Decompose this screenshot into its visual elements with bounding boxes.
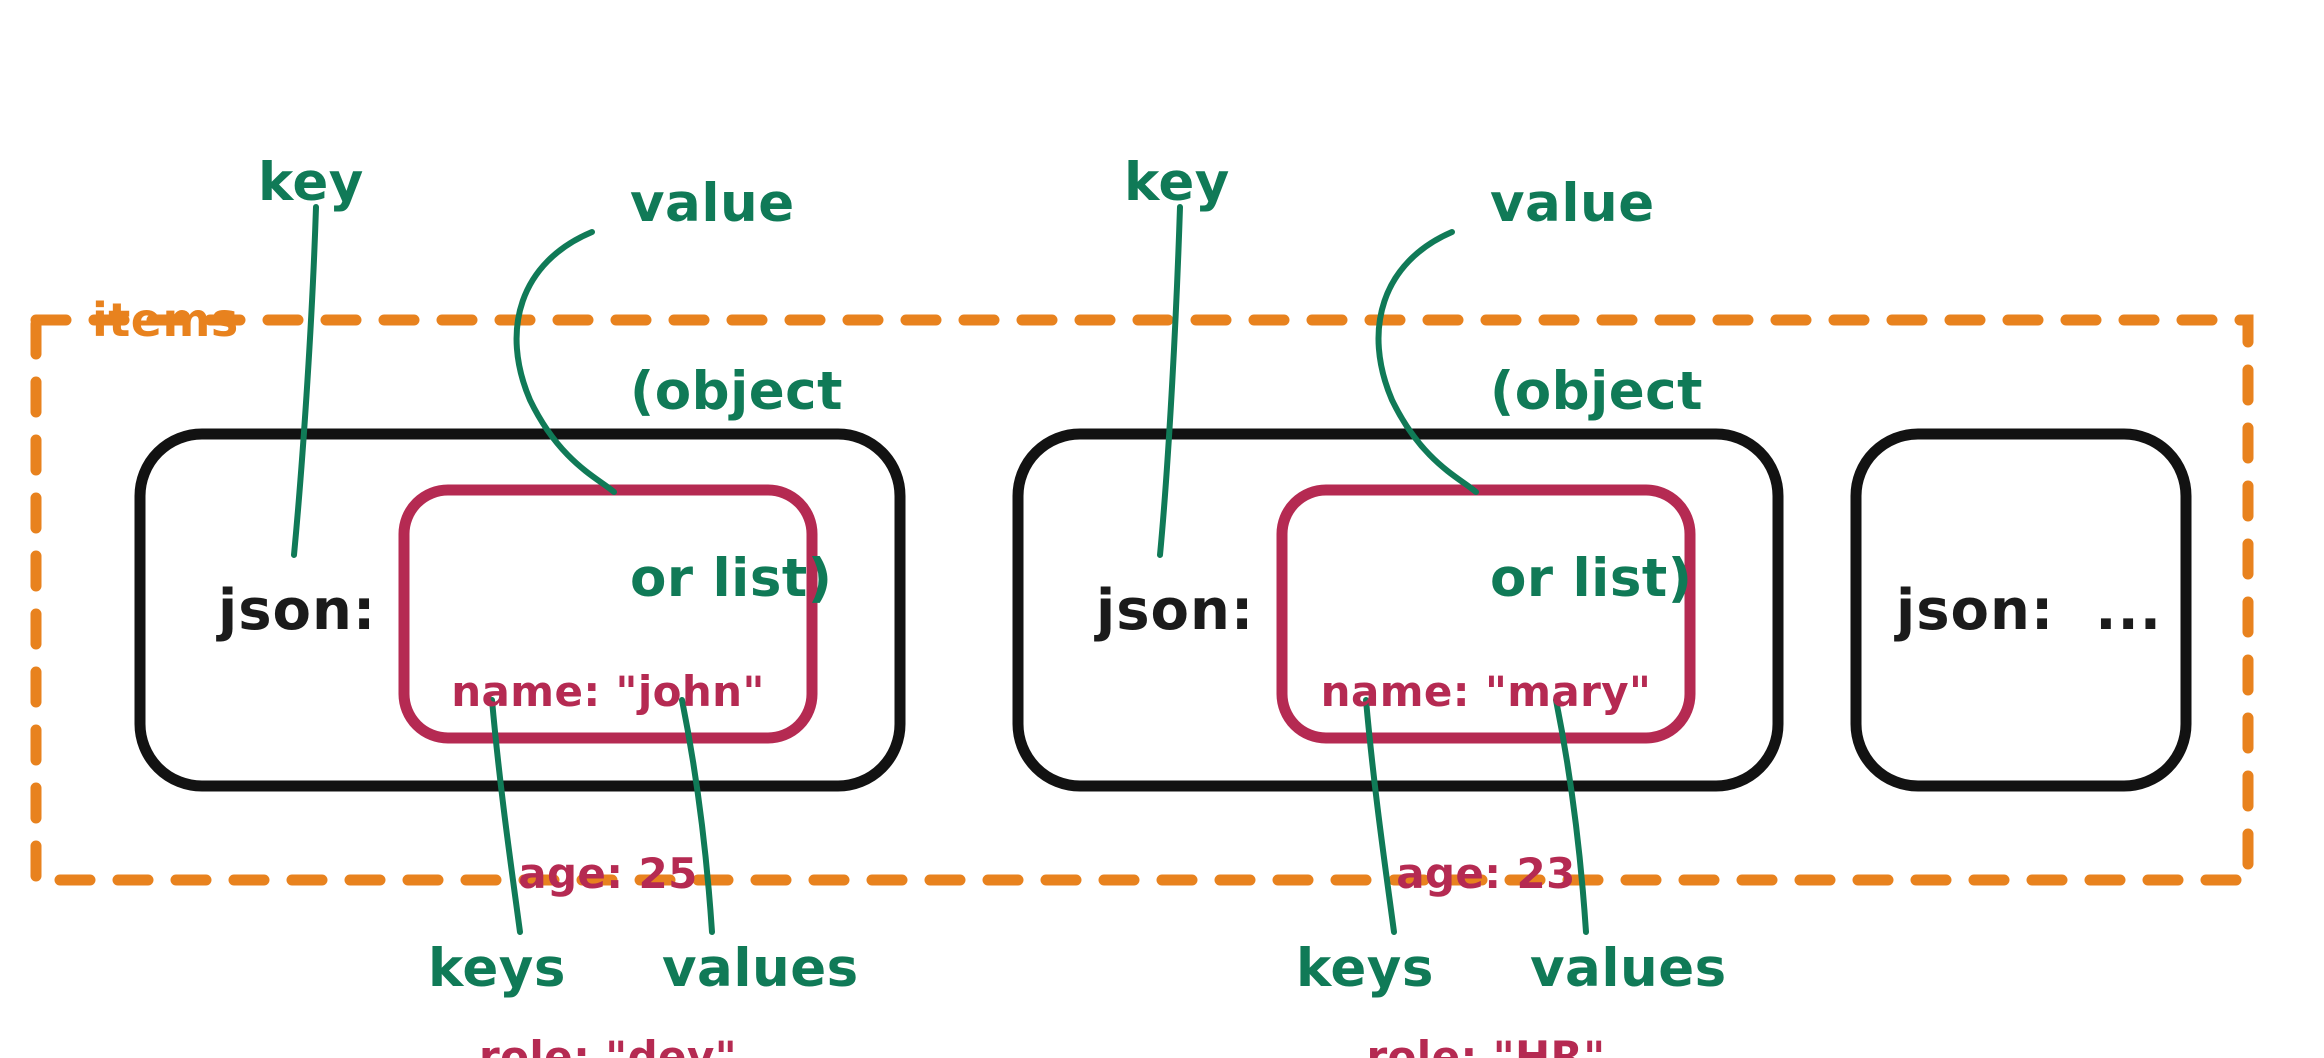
item-2-json-key-label: json:	[1096, 578, 1255, 643]
connector-value-to-item-1-box	[513, 229, 617, 495]
item-1-field-row: role: "dev"	[479, 1032, 737, 1058]
item-card-3-outline	[1850, 428, 2192, 792]
annotation-key-label-2: key	[1124, 152, 1230, 213]
item-2-field-row: age: 23	[1396, 849, 1576, 899]
item-3-json-key-label: json: ...	[1896, 578, 2163, 643]
connector-item-2-values	[1553, 697, 1589, 935]
item-1-json-key-label: json:	[218, 578, 377, 643]
items-container-dashed-border	[30, 314, 2254, 886]
annotation-value-line-1: value	[1490, 173, 1655, 235]
item-2-json-value-text: name: "mary" age: 23 role: "HR"	[1282, 540, 1690, 1058]
item-2-field-row: name: "mary"	[1320, 666, 1652, 716]
annotation-value-line-3: or list)	[1490, 548, 1693, 610]
item-1-field-row: name: "john"	[451, 666, 765, 716]
annotation-value-line-2: (object	[1490, 360, 1703, 422]
annotation-value-line-2: (object	[630, 360, 843, 422]
items-container-label: items	[92, 293, 239, 347]
annotation-value-line-1: value	[630, 173, 795, 235]
item-2-value-box-outline	[1276, 484, 1696, 744]
annotation-values-label-2: values	[1530, 938, 1727, 999]
annotation-keys-label-2: keys	[1296, 938, 1434, 999]
annotation-value-line-3: or list)	[630, 548, 833, 610]
connector-key-to-item-2	[1157, 204, 1183, 558]
annotation-value-label-1: value (object or list)	[630, 48, 843, 736]
connector-item-2-keys	[1363, 697, 1397, 935]
connector-item-1-values	[679, 697, 715, 935]
annotation-keys-label-1: keys	[428, 938, 566, 999]
annotation-key-label-1: key	[258, 152, 364, 213]
item-1-field-row: age: 25	[518, 849, 698, 899]
item-1-json-value-text: name: "john" age: 25 role: "dev"	[404, 540, 812, 1058]
item-2-field-row: role: "HR"	[1366, 1032, 1606, 1058]
connector-value-to-item-2-box	[1375, 229, 1479, 495]
annotation-values-label-1: values	[662, 938, 859, 999]
annotation-value-label-2: value (object or list)	[1490, 48, 1703, 736]
connector-key-to-item-1	[291, 204, 319, 558]
connector-item-1-keys	[489, 697, 523, 935]
